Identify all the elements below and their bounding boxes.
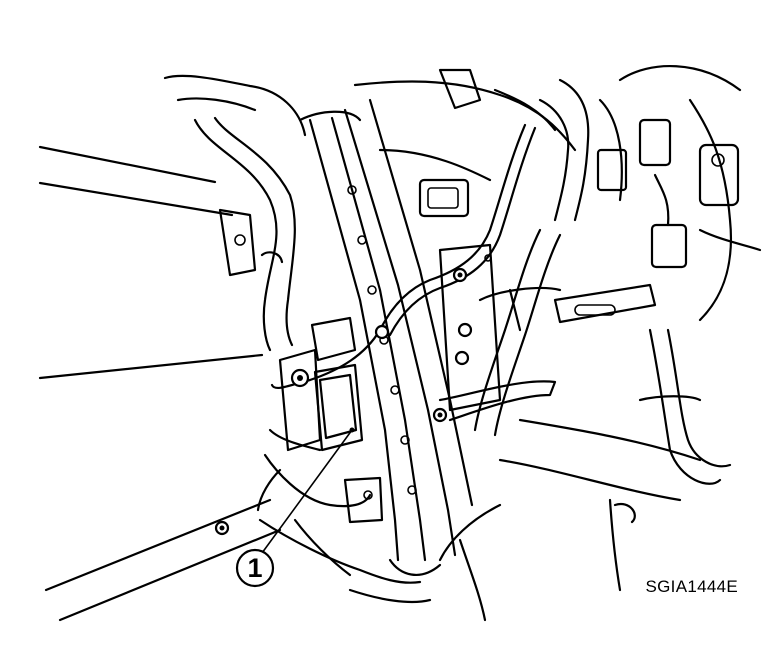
callout-number-1: 1 xyxy=(247,553,263,583)
callout-leader xyxy=(235,427,355,588)
leader-lines xyxy=(38,145,282,622)
frame-rails xyxy=(308,98,474,576)
figure-code: SGIA1444E xyxy=(645,577,738,596)
right-hoses xyxy=(473,65,762,485)
upper-panel xyxy=(353,68,577,218)
module-component xyxy=(263,316,384,524)
wire-harness xyxy=(270,123,537,389)
lower-body xyxy=(214,418,702,622)
center-bracket xyxy=(432,243,557,423)
upper-left-duct xyxy=(163,74,362,352)
